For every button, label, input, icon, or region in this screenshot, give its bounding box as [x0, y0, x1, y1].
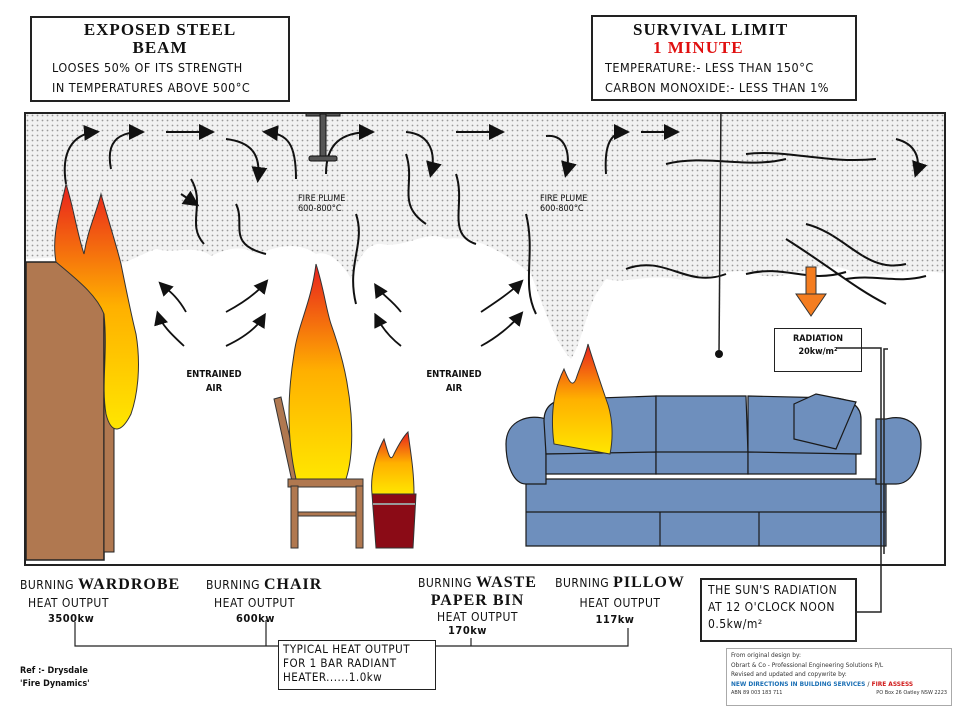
pillow-name: PILLOW	[613, 574, 685, 591]
steel-beam-desc-line2: IN TEMPERATURES ABOVE 500°C	[52, 80, 251, 95]
radiation-arrow-icon	[795, 266, 827, 317]
credits-line1: From original design by:	[731, 651, 801, 659]
fire-plume-2-temp: 600-800°C	[540, 204, 584, 214]
survival-limit-temperature: TEMPERATURE:- LESS THAN 150°C	[605, 60, 814, 75]
pillow-heat-label: HEAT OUTPUT	[579, 596, 661, 610]
fire-plume-1-title: FIRE PLUME	[298, 194, 346, 204]
smoke-flow-arrows	[63, 124, 928, 315]
pillow-flame	[551, 343, 613, 455]
survival-limit-title: SURVIVAL LIMIT	[633, 20, 789, 39]
credits-abn: ABN 89 003 183 711	[731, 690, 783, 696]
chair-flame	[288, 263, 353, 480]
entrained-air-1-line1: ENTRAINED	[186, 369, 242, 380]
steel-beam-desc-line1: LOOSES 50% OF ITS STRENGTH	[52, 60, 243, 75]
fire-plume-2-title: FIRE PLUME	[540, 194, 588, 204]
heat-output-chair: BURNING CHAIR HEAT OUTPUT 600kw	[206, 576, 346, 625]
chair-heat-value: 600kw	[236, 612, 275, 625]
entrained-air-2-line1: ENTRAINED	[426, 369, 482, 380]
entrained-air-2-line2: AIR	[445, 383, 463, 394]
steel-beam-title-line2: BEAM	[132, 38, 188, 57]
waste-bin-prefix: BURNING	[418, 576, 473, 590]
radiant-heater-box: TYPICAL HEAT OUTPUT FOR 1 BAR RADIANT HE…	[278, 640, 436, 690]
radiation-connector-line	[883, 348, 888, 554]
steel-beam-title-line1: EXPOSED STEEL	[83, 20, 237, 39]
sun-radiation-value: 0.5kw/m²	[708, 617, 763, 631]
entrained-air-label-1: ENTRAINED AIR	[184, 369, 244, 394]
entrained-air-1-line2: AIR	[205, 383, 223, 394]
survival-pointer-line	[718, 114, 722, 355]
wardrobe-prefix: BURNING	[20, 578, 75, 592]
room-cross-section: FIRE PLUME 600-800°C FIRE PLUME 600-800°…	[24, 112, 946, 566]
radiation-box: RADIATION 20kw/m²	[774, 328, 862, 372]
sun-radiation-line2: AT 12 O'CLOCK NOON	[708, 600, 835, 614]
fire-plume-label-2: FIRE PLUME 600-800°C	[540, 194, 587, 214]
reference-title: 'Fire Dynamics'	[20, 679, 90, 689]
heater-line1: TYPICAL HEAT OUTPUT	[283, 642, 411, 656]
pillow-prefix: BURNING	[555, 576, 610, 590]
entrained-air-arrows	[154, 279, 524, 347]
sun-radiation-line1: THE SUN'S RADIATION	[708, 583, 838, 597]
chair-prefix: BURNING	[206, 578, 261, 592]
pillow-heat-value: 117kw	[595, 613, 635, 626]
wardrobe-heat-label: HEAT OUTPUT	[28, 596, 109, 610]
waste-bin-name: WASTE	[475, 574, 537, 591]
heat-output-waste-bin: BURNING WASTE PAPER BIN HEAT OUTPUT 170k…	[415, 574, 540, 637]
heat-output-pillow: BURNING PILLOW HEAT OUTPUT 117kw	[552, 574, 688, 626]
waste-paper-bin	[371, 493, 417, 549]
survival-pointer-dot	[715, 350, 723, 358]
steel-beam-icon	[305, 114, 341, 162]
entrained-air-label-2: ENTRAINED AIR	[424, 369, 484, 394]
wardrobe-heat-value: 3500kw	[48, 612, 95, 625]
steel-beam-info-box: EXPOSED STEEL BEAM LOOSES 50% OF ITS STR…	[30, 16, 290, 102]
heat-output-wardrobe: BURNING WARDROBE HEAT OUTPUT 3500kw	[20, 576, 190, 625]
credits-line3: Revised and updated and copywrite by:	[731, 670, 847, 678]
waste-bin-name-line2: PAPER BIN	[430, 592, 525, 609]
chair-name: CHAIR	[263, 576, 323, 593]
survival-limit-box: SURVIVAL LIMIT 1 MINUTE TEMPERATURE:- LE…	[591, 15, 857, 101]
waste-bin-heat-value: 170kw	[448, 624, 487, 637]
survival-limit-time: 1 MINUTE	[653, 38, 744, 57]
credits-line2: Obrart & Co - Professional Engineering S…	[731, 660, 884, 669]
wardrobe-name: WARDROBE	[77, 576, 181, 593]
sun-radiation-box: THE SUN'S RADIATION AT 12 O'CLOCK NOON 0…	[700, 578, 857, 642]
credits-company: NEW DIRECTIONS IN BUILDING SERVICES	[731, 679, 866, 688]
wardrobe-flame	[54, 182, 139, 430]
reference-note: Ref :- Drysdale 'Fire Dynamics'	[20, 666, 90, 689]
heater-line2: FOR 1 BAR RADIANT	[283, 656, 397, 670]
reference-author: Ref :- Drysdale	[20, 666, 88, 676]
radiation-value: 20kw/m²	[798, 347, 838, 357]
radiation-label: RADIATION	[793, 334, 843, 344]
waste-bin-heat-label: HEAT OUTPUT	[437, 610, 518, 624]
credits-brand: FIRE ASSESS	[871, 679, 914, 688]
fire-plume-label-1: FIRE PLUME 600-800°C	[298, 194, 345, 214]
bin-flame	[371, 430, 415, 495]
fire-plume-1-temp: 600-800°C	[298, 204, 342, 214]
credits-box: From original design by: Obrart & Co - P…	[726, 648, 952, 706]
survival-limit-co: CARBON MONOXIDE:- LESS THAN 1%	[605, 80, 829, 95]
fire-scene-drawing	[26, 114, 944, 561]
chair-heat-label: HEAT OUTPUT	[214, 596, 295, 610]
heater-line3: HEATER......1.0kw	[283, 670, 383, 684]
credits-address: PO Box 26 Oatley NSW 2223	[876, 690, 947, 696]
wardrobe	[26, 261, 115, 561]
